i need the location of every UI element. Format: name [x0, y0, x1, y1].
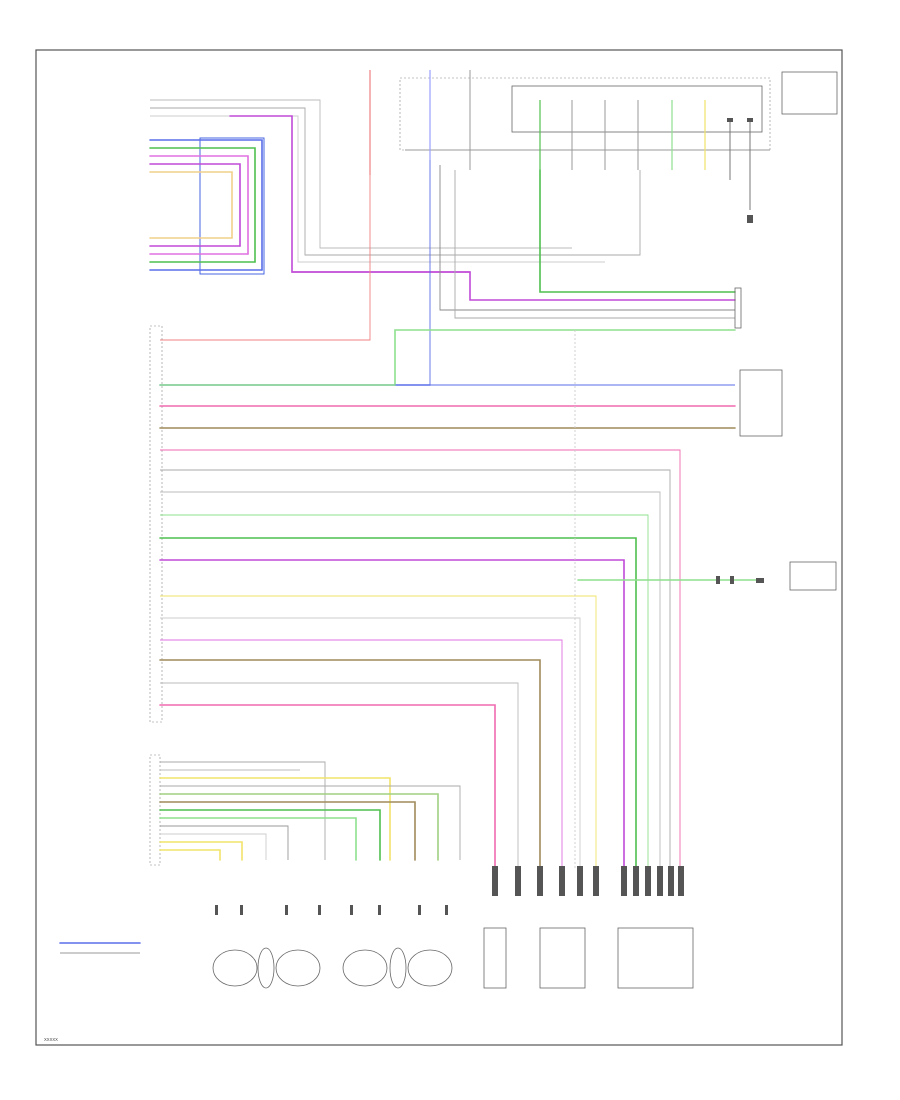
diagram-frame	[35, 49, 843, 1046]
upper-left-connector	[150, 99, 265, 275]
right-connectors	[716, 287, 837, 591]
bottom-connectors	[483, 866, 694, 989]
power-distribution-box	[399, 77, 771, 151]
power-distribution-section	[369, 70, 838, 223]
main-control-module	[149, 325, 163, 866]
wheel-speed-sensors	[212, 905, 453, 989]
upper-left-harness	[149, 99, 641, 273]
ground-connector	[59, 942, 141, 954]
main-signal-wires	[159, 330, 761, 871]
lower-module-wires	[159, 761, 461, 861]
footer-code: XXXXX	[44, 1037, 58, 1042]
upper-bus-wires	[160, 160, 736, 386]
